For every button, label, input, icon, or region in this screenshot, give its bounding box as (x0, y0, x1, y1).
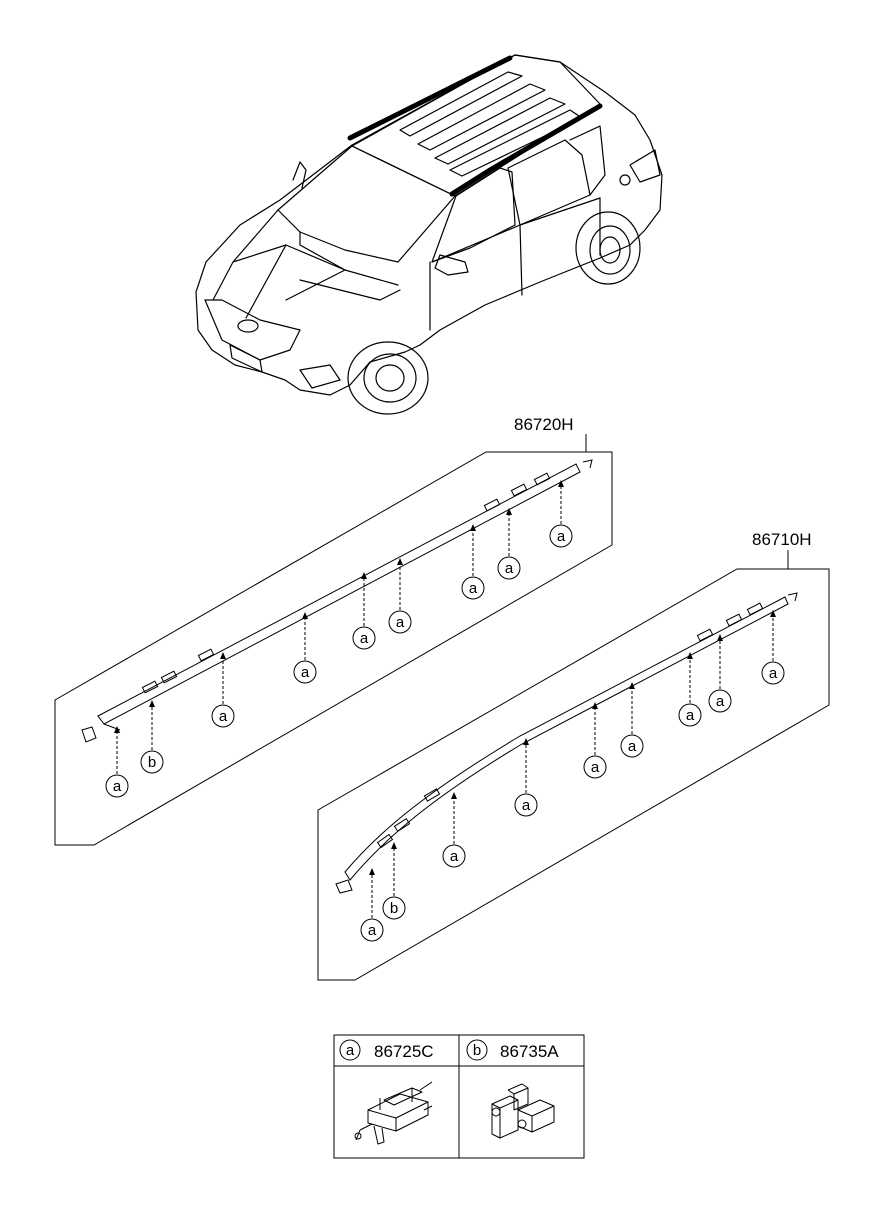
callout-letter: a (505, 560, 514, 577)
callout-a: a (211, 652, 235, 728)
callout-letter: a (301, 664, 310, 681)
callout-letter: a (716, 693, 725, 710)
callout-a: a (105, 726, 129, 798)
assembly-86710h: 86710H (317, 530, 830, 981)
callout-letter: a (219, 708, 228, 725)
callout-arrowhead (558, 480, 564, 487)
callout-circle (583, 755, 607, 779)
callout-circle (549, 524, 573, 548)
callout-letter: a (769, 665, 778, 682)
legend-item-a: a 86725C (339, 1039, 434, 1061)
callout-a: a (360, 868, 384, 942)
callout-letter: a (450, 848, 459, 865)
callout-arrowhead (687, 652, 693, 659)
callout-circle (497, 556, 521, 580)
callout-circle (678, 703, 702, 727)
part-label-86720h: 86720H (514, 415, 574, 434)
roof-rack-rail-illustration (335, 592, 798, 894)
callout-a: a (293, 612, 317, 684)
callout-circle (708, 689, 732, 713)
callout-circle (442, 844, 466, 868)
callout-arrowhead (592, 702, 598, 709)
callout-a: a (514, 738, 538, 817)
leader-line (486, 434, 587, 453)
callout-circle (514, 793, 538, 817)
callout-a: a (442, 792, 466, 868)
callout-letter: a (557, 528, 566, 545)
callout-circle (352, 626, 376, 650)
callout-a: a (583, 702, 607, 779)
callout-arrowhead (629, 682, 635, 689)
vehicle-illustration (195, 54, 663, 415)
callout-circle (620, 734, 644, 758)
callout-arrowhead (361, 572, 367, 579)
callout-arrowhead (506, 508, 512, 515)
callout-circle (388, 610, 412, 634)
callout-arrowhead (391, 842, 397, 849)
assembly-86720h: 86720H (54, 415, 613, 846)
callout-arrowhead (523, 738, 529, 745)
callout-arrowhead (149, 700, 155, 707)
leader-line (737, 550, 789, 570)
callout-letter: a (113, 778, 122, 795)
callout-a: a (497, 508, 521, 580)
callout-circle (360, 918, 384, 942)
callout-letter: a (628, 738, 637, 755)
callout-letter: b (148, 754, 156, 771)
callout-arrowhead (302, 612, 308, 619)
callout-circle (105, 774, 129, 798)
callout-a: a (461, 524, 485, 600)
callout-arrowhead (114, 726, 120, 733)
callout-a: a (761, 610, 785, 685)
callout-a: a (708, 634, 732, 713)
callout-b: b (382, 842, 406, 920)
callout-a: a (678, 652, 702, 727)
callout-letter: a (591, 759, 600, 776)
callout-a: a (620, 682, 644, 758)
assembly-border (317, 568, 830, 981)
callout-circle (140, 750, 164, 774)
assembly-border (54, 451, 613, 846)
callout-a: a (352, 572, 376, 650)
callout-arrowhead (397, 558, 403, 565)
legend-letter: b (473, 1042, 481, 1059)
callout-letter: b (390, 900, 398, 917)
callout-arrowhead (369, 868, 375, 875)
callout-circle (293, 660, 317, 684)
callout-letter: a (360, 630, 369, 647)
callout-circle (461, 576, 485, 600)
legend-letter: a (346, 1042, 355, 1059)
part-label-86710h: 86710H (752, 530, 812, 549)
callout-a: a (549, 480, 573, 548)
callout-arrowhead (770, 610, 776, 617)
roof-rack-rail-illustration (81, 459, 593, 743)
legend-table: a 86725C b 86735A (333, 1034, 585, 1159)
callout-arrowhead (717, 634, 723, 641)
callout-a: a (388, 558, 412, 634)
retainer-illustration (491, 1083, 555, 1139)
callout-arrowhead (470, 524, 476, 531)
callout-circle (382, 896, 406, 920)
callout-b: b (140, 700, 164, 774)
legend-item-b: b 86735A (466, 1039, 559, 1061)
callout-circle (211, 704, 235, 728)
legend-letter-circle (339, 1039, 361, 1061)
legend-part-number: 86725C (374, 1042, 434, 1061)
callout-circle (761, 661, 785, 685)
callout-arrowhead (451, 792, 457, 799)
callout-letter: a (469, 580, 478, 597)
legend-part-number: 86735A (500, 1042, 559, 1061)
callout-letter: a (368, 922, 377, 939)
legend-letter-circle (466, 1039, 488, 1061)
callout-letter: a (396, 614, 405, 631)
callout-arrowhead (220, 652, 226, 659)
callout-letter: a (686, 707, 695, 724)
callout-letter: a (522, 797, 531, 814)
clip-illustration (354, 1081, 433, 1145)
